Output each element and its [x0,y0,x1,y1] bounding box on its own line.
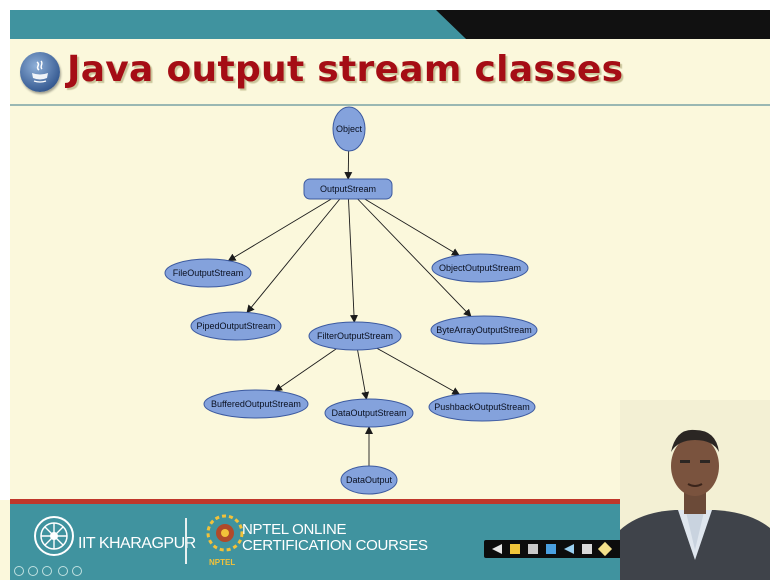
prev-slide-icon[interactable] [14,566,24,576]
highlighter-tool-icon[interactable] [528,544,538,554]
node-shape-objectoutputstream [431,253,529,283]
node-shape-filteroutputstream [308,321,402,351]
node-label-dataoutput: DataOutput [346,475,393,485]
iit-kharagpur-logo-icon [32,514,76,558]
marker-tool-icon[interactable] [546,544,556,554]
node-object: Object [332,106,366,152]
node-label-bytearrayoutputstream: ByteArrayOutputStream [436,325,532,335]
title-divider [10,104,770,106]
pencil-tool-icon[interactable] [597,541,613,557]
edge-outputstream-to-fileoutputstream [227,198,332,262]
node-dataoutput: DataOutput [340,465,398,495]
edge-filteroutputstream-to-dataoutputstream [357,349,370,401]
nptel-small-label: NPTEL [209,558,236,567]
node-shape-pipedoutputstream [190,311,282,341]
node-objectoutputstream: ObjectOutputStream [431,253,529,283]
footer-accent-line [10,499,770,504]
title-row: Java output stream classes [10,39,770,103]
nptel-logo-icon [204,512,246,554]
node-shape-pushbackoutputstream [428,392,536,422]
pen-tool-icon[interactable] [510,544,520,554]
edge-outputstream-to-pipedoutputstream [246,198,341,314]
node-shape-bufferedoutputstream [203,389,309,419]
node-pushbackoutputstream: PushbackOutputStream [428,392,536,422]
node-bufferedoutputstream: BufferedOutputStream [203,389,309,419]
node-label-pipedoutputstream: PipedOutputStream [196,321,275,331]
edge-filteroutputstream-to-pushbackoutputstream [376,347,461,395]
footer-divider [185,518,187,564]
node-bytearrayoutputstream: ByteArrayOutputStream [430,315,538,345]
nptel-line-1: NPTEL ONLINE [242,521,347,538]
node-dataoutputstream: DataOutputStream [324,398,414,428]
page-title: Java output stream classes [67,49,624,90]
presenter-video [620,400,770,580]
node-shape-dataoutput [340,465,398,495]
header-dark-band [436,10,770,39]
edge-outputstream-to-objectoutputstream [364,198,460,256]
edge-outputstream-to-filteroutputstream [348,198,358,324]
diagram-edges [227,150,472,466]
node-label-dataoutputstream: DataOutputStream [331,408,406,418]
node-pipedoutputstream: PipedOutputStream [190,311,282,341]
slide-frame-top [0,0,770,10]
node-label-fileoutputstream: FileOutputStream [173,268,244,278]
node-shape-outputstream [303,178,393,200]
edge-filteroutputstream-to-bufferedoutputstream [274,348,337,392]
pointer-tool-icon[interactable] [492,544,502,554]
node-fileoutputstream: FileOutputStream [164,258,252,288]
slide-frame-left [0,0,10,500]
zoom-icon[interactable] [58,566,68,576]
java-logo-icon [20,52,60,92]
arrow-tool-icon[interactable] [564,544,574,554]
more-options-icon[interactable] [72,566,82,576]
node-filteroutputstream: FilterOutputStream [308,321,402,351]
node-label-object: Object [336,124,363,134]
node-shape-fileoutputstream [164,258,252,288]
node-label-pushbackoutputstream: PushbackOutputStream [434,402,530,412]
node-outputstream: OutputStream [303,178,393,200]
slide-menu-icon[interactable] [28,566,38,576]
node-label-bufferedoutputstream: BufferedOutputStream [211,399,301,409]
node-label-filteroutputstream: FilterOutputStream [317,331,393,341]
slide-navigation[interactable] [14,566,114,578]
pen-menu-icon[interactable] [42,566,52,576]
node-shape-dataoutputstream [324,398,414,428]
annotation-toolbar[interactable] [484,540,634,558]
institute-name: IIT KHARAGPUR [78,535,196,552]
nptel-line-2: CERTIFICATION COURSES [242,537,428,554]
node-shape-bytearrayoutputstream [430,315,538,345]
edge-outputstream-to-bytearrayoutputstream [357,198,472,318]
eraser-tool-icon[interactable] [582,544,592,554]
node-shape-object [332,106,366,152]
node-label-objectoutputstream: ObjectOutputStream [439,263,521,273]
node-label-outputstream: OutputStream [320,184,376,194]
nptel-course-label: NPTEL ONLINE CERTIFICATION COURSES [242,522,428,554]
